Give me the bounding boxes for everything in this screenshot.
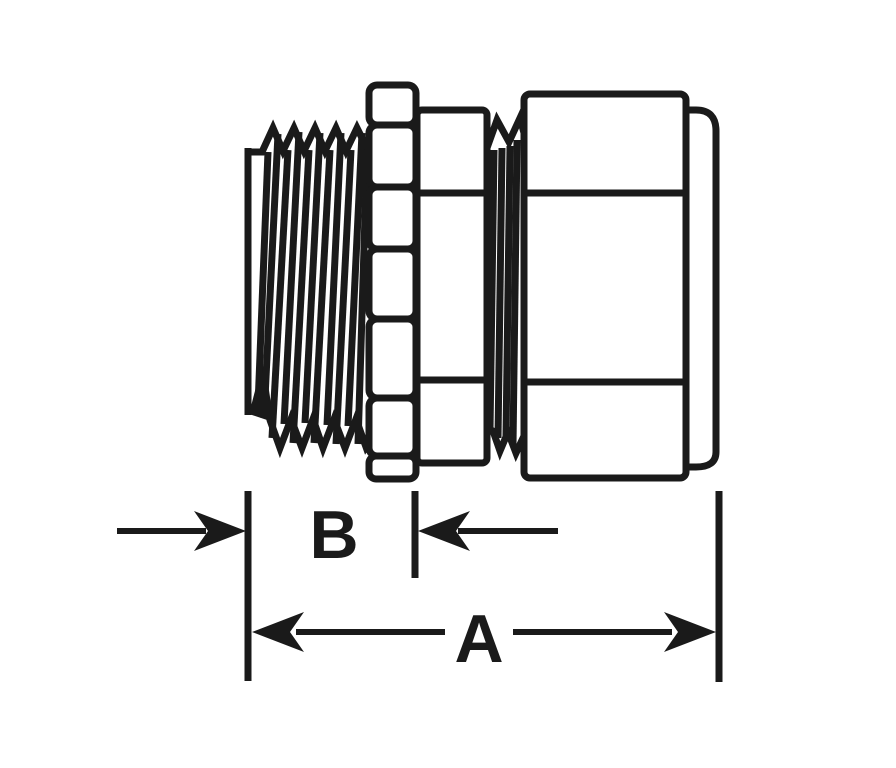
- dim-a-left-arrowhead-icon: [252, 612, 304, 652]
- connector-body: [520, 90, 690, 482]
- end-cap-outline: [687, 106, 720, 471]
- seal-ring: [483, 107, 528, 462]
- gland-body-outline: [413, 106, 491, 467]
- dim-a-label: A: [454, 601, 503, 677]
- seal-ring-helix: [486, 149, 498, 431]
- seal-ring-helix: [509, 139, 521, 446]
- locknut-facet: [365, 452, 420, 483]
- gland-body: [413, 106, 491, 467]
- dim-b-right-arrowhead-icon: [418, 511, 470, 551]
- dimension-b: B: [117, 497, 558, 573]
- locknut-facet: [365, 394, 420, 460]
- seal-ring-helix: [502, 145, 514, 437]
- seal-ring-bottom-crests: [485, 422, 528, 462]
- extension-lines: [244, 491, 723, 682]
- dimension-a: A: [252, 601, 716, 677]
- dim-a-right-arrowhead-icon: [664, 612, 716, 652]
- thread-top-crests: [248, 119, 372, 160]
- locknut-facet: [365, 81, 420, 129]
- locknut-facet: [365, 121, 420, 191]
- locknut-facet: [365, 183, 420, 253]
- seal-ring-helix: [494, 147, 506, 439]
- locknut-facet: [365, 315, 420, 402]
- hex-locknut: [365, 81, 420, 483]
- connector-body-outline: [520, 90, 690, 482]
- thread-helix-lines: [254, 131, 371, 445]
- male-thread: [244, 119, 372, 459]
- locknut-facet: [365, 245, 420, 323]
- dim-b-label: B: [309, 497, 358, 573]
- end-cap: [687, 106, 720, 471]
- dim-b-left-arrowhead-icon: [194, 511, 246, 551]
